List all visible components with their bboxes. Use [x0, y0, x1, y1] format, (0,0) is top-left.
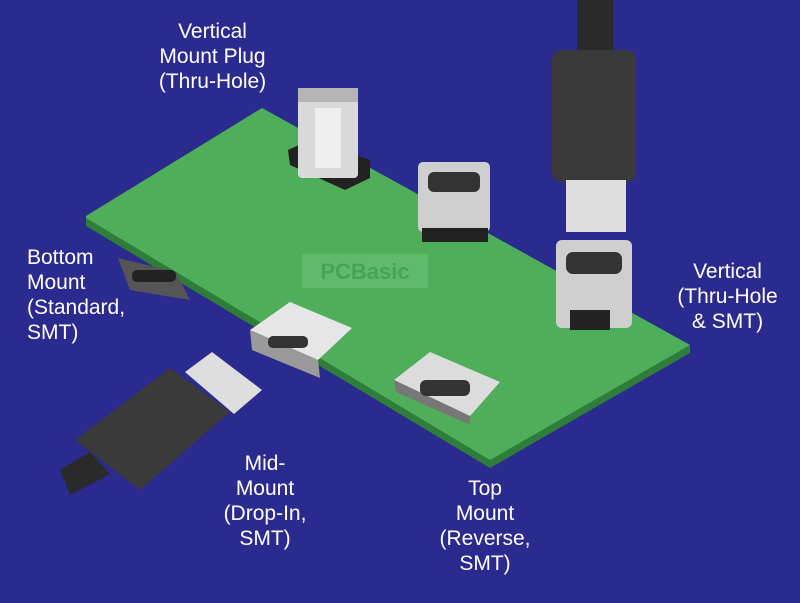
watermark-logo: PCBasic [302, 254, 428, 288]
bottom-mount-connector [118, 258, 190, 300]
svg-text:PCBasic: PCBasic [320, 259, 409, 284]
label-mid-mount: Mid- Mount (Drop-In, SMT) [223, 452, 307, 550]
label-bottom-mount: Bottom Mount (Standard, SMT) [27, 246, 126, 344]
usb-cable-top-right [552, 0, 636, 232]
vertical-mount-plug-connector [288, 88, 370, 190]
usb-cable-bottom-left [60, 352, 262, 495]
label-top-mount: Top Mount (Reverse, SMT) [439, 477, 531, 575]
top-mount-connector [394, 352, 500, 425]
receptacle-top-middle [418, 162, 490, 242]
mid-mount-connector [250, 302, 352, 378]
label-vertical-thru-hole-smt: Vertical (Thru-Hole & SMT) [677, 260, 778, 333]
label-vertical-mount-plug: Vertical Mount Plug (Thru-Hole) [158, 20, 267, 93]
vertical-receptacle-right [556, 240, 632, 330]
